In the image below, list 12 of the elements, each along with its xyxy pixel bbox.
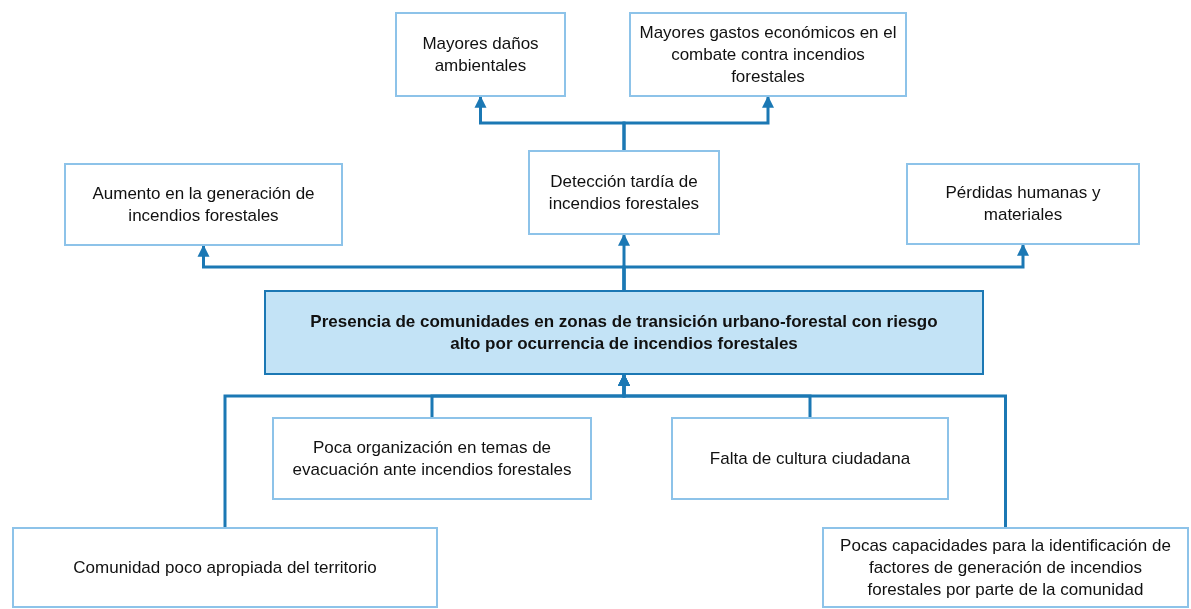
- process-box: Falta de cultura ciudadana: [671, 417, 949, 500]
- process-box: Mayores gastos económicos en el combate contra incendios forestales: [629, 12, 907, 97]
- process-box: Poca organización en temas de evacuación ante incendios forestales: [272, 417, 592, 500]
- process-box: Pocas capacidades para la identificación de factores de generación de incendios forestales por parte de la comunidad: [822, 527, 1189, 608]
- process-box: Comunidad poco apropiada del territorio: [12, 527, 438, 608]
- process-box: Aumento en la generación de incendios forestales: [64, 163, 343, 246]
- process-box: Pérdidas humanas y materiales: [906, 163, 1140, 245]
- process-box: Detección tardía de incendios forestales: [528, 150, 720, 235]
- central-problem-box: Presencia de comunidades en zonas de transición urbano-forestal con riesgo alto por ocurrencia de incendios forestales: [264, 290, 984, 375]
- process-box: Mayores daños ambientales: [395, 12, 566, 97]
- connector-arrow: [622, 95, 774, 150]
- connector-arrow: [622, 243, 1029, 290]
